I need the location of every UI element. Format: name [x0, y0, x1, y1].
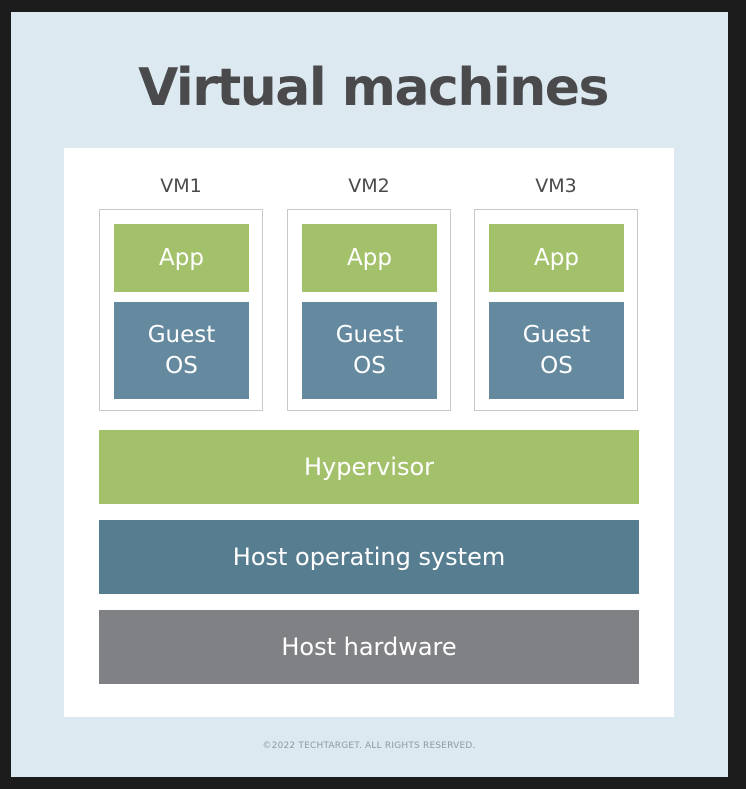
vm1-guest-os-line2: OS — [165, 352, 198, 379]
host-hardware-layer: Host hardware — [99, 610, 639, 684]
vm2-guest-os-block: Guest OS — [302, 302, 437, 399]
vm2-app-block: App — [302, 224, 437, 292]
vm3-guest-os-block: Guest OS — [489, 302, 624, 399]
vm3-guest-os-line1: Guest — [522, 321, 591, 348]
hypervisor-layer: Hypervisor — [99, 430, 639, 504]
vm2-label: VM2 — [348, 175, 390, 197]
host-os-layer: Host operating system — [99, 520, 639, 594]
diagram-title: Virtual machines — [138, 58, 609, 118]
copyright-notice: ©2022 TECHTARGET. ALL RIGHTS RESERVED. — [262, 741, 476, 751]
vm1-label: VM1 — [160, 175, 202, 197]
vm1-guest-os-line1: Guest — [147, 321, 216, 348]
vm2-guest-os-line1: Guest — [335, 321, 404, 348]
vm3-guest-os-line2: OS — [540, 352, 573, 379]
vm1-box: App Guest OS — [99, 209, 263, 411]
vm1-app-block: App — [114, 224, 249, 292]
vm3-app-block: App — [489, 224, 624, 292]
vm2-box: App Guest OS — [287, 209, 451, 411]
vm3-label: VM3 — [535, 175, 577, 197]
vm1-guest-os-block: Guest OS — [114, 302, 249, 399]
vm3-box: App Guest OS — [474, 209, 638, 411]
vm2-guest-os-line2: OS — [353, 352, 386, 379]
